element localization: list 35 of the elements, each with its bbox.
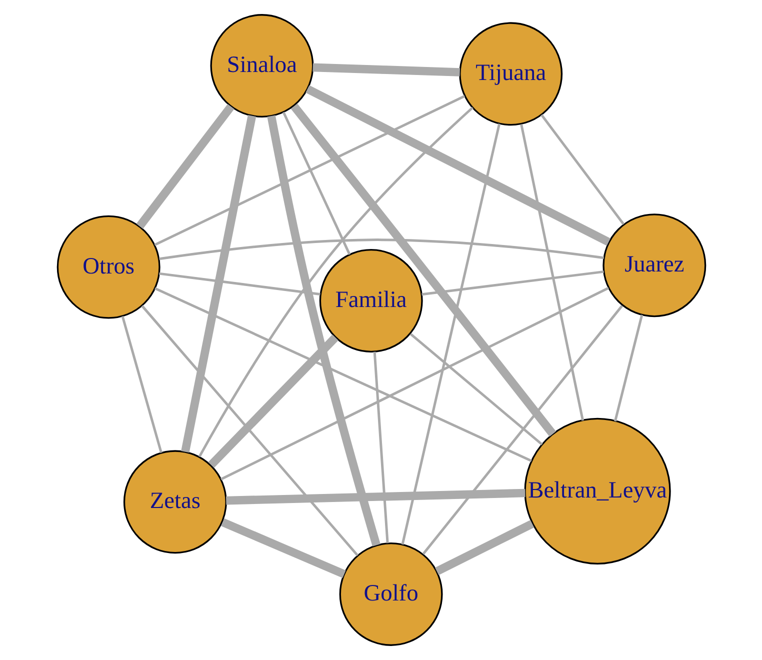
connector <box>158 238 604 260</box>
connector <box>422 304 623 555</box>
connector <box>421 270 604 296</box>
connector <box>613 314 643 422</box>
node-circle: Familia <box>318 249 422 352</box>
connector <box>226 488 525 505</box>
connector <box>266 115 380 546</box>
connector <box>290 104 556 437</box>
node-circle: Golfo <box>338 542 442 646</box>
connector <box>198 106 473 458</box>
connector <box>180 115 256 453</box>
connector <box>220 518 346 578</box>
node-circle: Zetas <box>122 450 226 554</box>
connector <box>154 94 465 246</box>
connector <box>282 112 350 255</box>
connector <box>434 520 534 576</box>
node-circle: Sinaloa <box>210 14 314 118</box>
connector <box>220 286 609 480</box>
connector <box>158 272 320 296</box>
connector <box>520 124 584 421</box>
connector <box>540 114 624 226</box>
node-circle: Juarez <box>602 214 706 318</box>
node-circle: Tijuana <box>458 22 562 126</box>
connector <box>372 352 388 544</box>
connector <box>154 287 532 462</box>
connector <box>400 124 500 545</box>
connector <box>140 305 358 556</box>
connector <box>136 104 234 229</box>
connector <box>120 316 162 454</box>
connector <box>208 334 338 468</box>
connector <box>312 63 460 76</box>
node-circle: Otros <box>56 215 160 319</box>
connector <box>305 85 610 246</box>
node-circle: Beltran_Leyva <box>524 418 670 564</box>
connector <box>409 332 542 446</box>
